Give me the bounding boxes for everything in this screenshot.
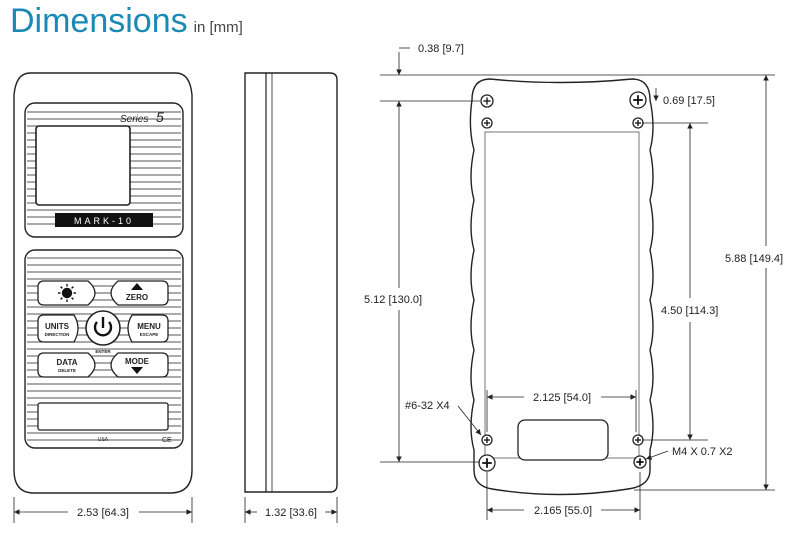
hole-spacing-top-dimension: 2.125 [54.0] (486, 390, 637, 432)
screw-offset-dimension: 0.69 [17.5] (642, 88, 715, 124)
side-depth-label: 1.32 [33.6] (265, 507, 317, 519)
diagram-title: Dimensions in [mm] (10, 2, 243, 41)
country-label: USA (98, 437, 109, 443)
hole-vertical-right-dimension: 4.50 [114.3] (642, 123, 718, 441)
ce-mark: CE (162, 437, 172, 444)
front-view: Series 5 MARK-10 ZERO UNITS DIRECTION (13, 72, 193, 494)
side-depth-dimension: 1.32 [33.6] (244, 497, 338, 523)
menu-sub-label: ESCAPE (140, 332, 159, 337)
lcd-screen (35, 125, 131, 206)
brand-logo: MARK-10 (74, 216, 134, 226)
battery-window (517, 419, 609, 461)
menu-button[interactable]: MENU ESCAPE (127, 314, 169, 343)
metric-screw-icon (629, 91, 647, 109)
front-width-label: 2.53 [64.3] (77, 507, 129, 519)
down-arrow-icon (131, 367, 143, 374)
thread-metric-label: M4 X 0.7 X2 (672, 446, 733, 458)
back-view (469, 78, 654, 496)
sun-icon (58, 284, 76, 302)
power-enter-button[interactable]: ENTER (85, 310, 121, 354)
units-label: UNITS (45, 322, 70, 331)
title-units: in [mm] (193, 19, 243, 36)
screw-offset-label: 0.69 [17.5] (663, 95, 715, 107)
zero-button[interactable]: ZERO (110, 280, 169, 306)
hole-spacing-bottom-dimension: 2.165 [55.0] (486, 472, 641, 520)
overall-height-dimension: 5.88 [149.4] (634, 75, 783, 491)
mode-label: MODE (125, 357, 150, 366)
series-number: 5 (156, 109, 164, 125)
units-button[interactable]: UNITS DIRECTION (37, 314, 79, 343)
title-text: Dimensions (10, 2, 188, 40)
brand-plate (55, 213, 153, 227)
metric-screw-icon (478, 454, 496, 472)
mode-button[interactable]: MODE (110, 352, 169, 378)
data-sub-label: DELETE (58, 368, 76, 373)
units-sub-label: DIRECTION (45, 332, 70, 337)
small-screw-icon (632, 434, 644, 446)
small-screw-icon (481, 117, 493, 129)
back-housing (469, 78, 654, 496)
hole-vertical-left-dimension: 5.12 [130.0] (364, 101, 480, 463)
side-view (244, 72, 338, 493)
thread-small-callout: #6-32 X4 (405, 400, 482, 436)
zero-label: ZERO (126, 293, 148, 302)
small-screw-icon (481, 434, 493, 446)
enter-label: ENTER (95, 349, 111, 354)
menu-label: MENU (137, 322, 161, 331)
overall-height-label: 5.88 [149.4] (725, 253, 783, 265)
small-screw-icon (480, 94, 494, 108)
hole-spacing-bottom-label: 2.165 [55.0] (534, 505, 592, 517)
up-arrow-icon (131, 283, 143, 290)
side-body (244, 72, 338, 493)
hole-vertical-right-label: 4.50 [114.3] (661, 305, 718, 317)
data-label: DATA (56, 358, 77, 367)
series-label: Series (120, 114, 148, 125)
metric-screw-icon (633, 455, 647, 469)
top-offset-label: 0.38 [9.7] (418, 43, 464, 55)
label-slot (37, 402, 169, 431)
hole-spacing-top-label: 2.125 [54.0] (533, 392, 591, 404)
front-width-dimension: 2.53 [64.3] (13, 497, 193, 523)
small-screw-icon (632, 117, 644, 129)
hole-vertical-left-label: 5.12 [130.0] (364, 294, 422, 306)
backlight-button[interactable] (37, 280, 96, 306)
data-button[interactable]: DATA DELETE (37, 352, 96, 378)
thread-small-label: #6-32 X4 (405, 400, 450, 412)
thread-metric-callout: M4 X 0.7 X2 (645, 446, 733, 460)
power-icon (93, 317, 113, 337)
